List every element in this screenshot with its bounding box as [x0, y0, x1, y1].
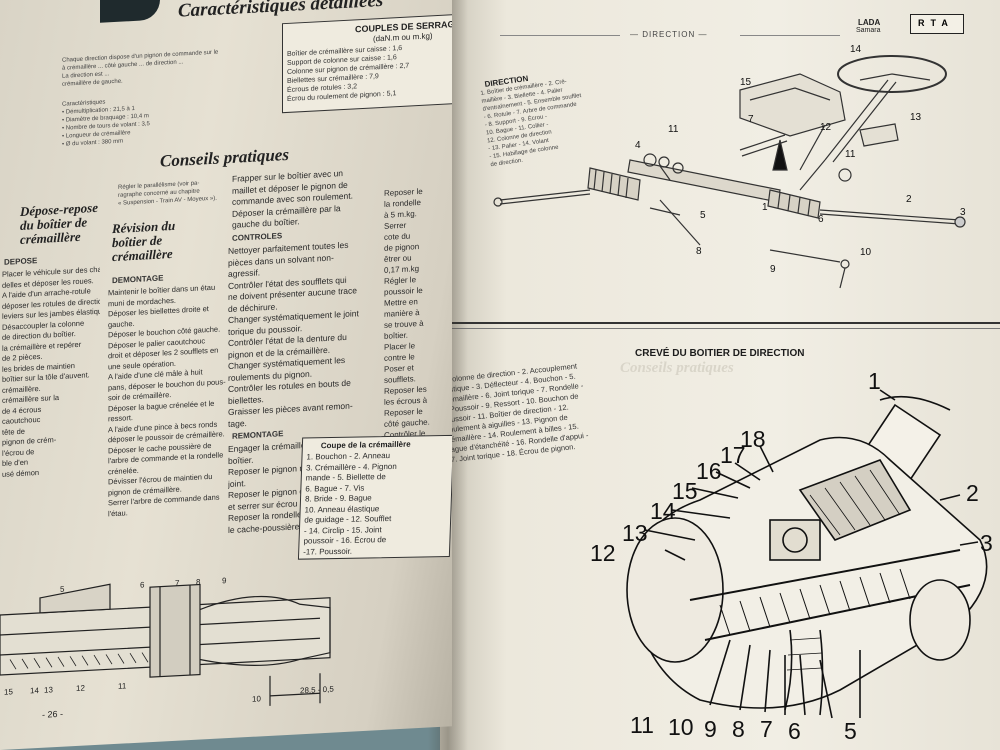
corner-tab — [100, 0, 160, 23]
callout-7: 7 — [748, 114, 754, 125]
cutaway-callout-1: 1 — [868, 368, 881, 394]
steering-exploded-diagram: 4 11 7 12 11 15 14 13 1 2 3 5 6 8 9 10 — [493, 44, 966, 289]
ghost-text: Conseils pratiques — [620, 360, 734, 376]
col3-controle-heading: CONTROLES — [232, 231, 283, 243]
rack-cross-section — [0, 583, 331, 706]
col1-heading-text: Dépose-repose du boîtier de crémaillère — [20, 199, 98, 247]
section-divider-thin — [440, 328, 1000, 329]
caracteristiques-lines: Caractéristiques• Démultiplication : 21,… — [62, 94, 182, 148]
cutaway-callout-5: 5 — [844, 718, 857, 744]
callout-13: 13 — [910, 112, 922, 123]
cutaway-callout-16: 16 — [696, 458, 722, 484]
callout-8: 8 — [696, 246, 702, 257]
callout-5: 5 — [700, 210, 706, 221]
intro-text: Chaque direction dispose d'un pignon de … — [62, 48, 232, 89]
cutaway-callout-13: 13 — [622, 520, 648, 546]
exploded-callouts: 4 11 7 12 11 15 14 13 1 2 3 5 6 8 9 10 — [635, 44, 966, 275]
col2-section: DEMONTAGE — [112, 273, 164, 286]
rta-logo: RTA — [910, 14, 964, 34]
steering-box-cutaway — [626, 389, 988, 719]
callout-6: 6 — [818, 214, 824, 225]
creve-title: CREVÉ DU BOITIER DE DIRECTION — [635, 348, 805, 359]
section-divider — [440, 322, 1000, 324]
callout-12: 12 — [820, 122, 832, 133]
cutaway-callout-14: 14 — [650, 498, 676, 524]
callout-2: 2 — [906, 194, 912, 205]
header-model: Samara — [856, 27, 881, 34]
callout-3: 3 — [960, 207, 966, 218]
col2-heading-text: Révision du boîtier de crémaillère — [112, 217, 176, 265]
right-page: — DIRECTION — LADA Samara RTA Conseils p… — [440, 0, 1000, 750]
callout-9: 9 — [770, 264, 776, 275]
rack-callout-8: 8 — [196, 577, 201, 587]
header-rule-right — [740, 35, 840, 36]
rack-callout-5: 5 — [60, 584, 65, 594]
col2-top: Régler le parallélisme (voir pa-ragraphe… — [118, 178, 228, 208]
col2-heading: Révision du boîtier de crémaillère — [112, 217, 212, 264]
rack-callout-15: 15 — [4, 687, 13, 697]
cutaway-callout-15: 15 — [672, 478, 698, 504]
rack-dimension: 28,5 - 0,5 — [300, 684, 334, 696]
cutaway-callout-6: 6 — [788, 718, 801, 744]
col1-heading: Dépose-repose du boîtier de crémaillère — [20, 200, 110, 247]
rack-callout-12: 12 — [76, 683, 85, 694]
couples-box: COUPLES DE SERRAGE (daN.m ou m.kg) Boîti… — [282, 14, 452, 114]
rta-logo-text: RTA — [918, 18, 954, 28]
rack-callout-7: 7 — [175, 578, 180, 588]
rack-callout-6: 6 — [140, 580, 145, 590]
cutaway-callout-8: 8 — [732, 716, 745, 742]
cutaway-callout-18: 18 — [740, 426, 766, 452]
callout-10: 10 — [860, 247, 872, 258]
cutaway-callout-2: 2 — [966, 480, 979, 506]
header-brand: LADA — [858, 18, 881, 27]
callout-4: 4 — [635, 140, 641, 151]
cutaway-callout-17: 17 — [720, 442, 746, 468]
cutaway-callout-11: 11 — [630, 712, 654, 738]
couples-unit: (daN.m ou m.kg) — [373, 31, 433, 44]
rack-callout-11: 11 — [118, 681, 127, 691]
callout-1: 1 — [762, 202, 768, 213]
col3-remontage-heading: REMONTAGE — [232, 429, 284, 441]
coupe-heading: Coupe de la crémaillère — [320, 439, 411, 451]
cutaway-callout-12: 12 — [590, 540, 616, 566]
col1-body: Placer le véhicule sur des chan-delles e… — [2, 265, 100, 480]
col1-section: DEPOSE — [4, 256, 38, 267]
header-rule-left — [500, 35, 620, 36]
left-page: Caractéristiques détaillées Chaque direc… — [0, 0, 452, 750]
intro-lines: Chaque direction dispose d'un pignon de … — [62, 48, 232, 89]
rack-callout-13: 13 — [44, 685, 53, 695]
callout-11b: 11 — [845, 149, 856, 160]
cutaway-callout-10: 10 — [668, 714, 694, 740]
cutaway-callout-9: 9 — [704, 716, 717, 742]
left-page-number: - 26 - — [42, 708, 64, 720]
callout-11a: 11 — [668, 124, 679, 135]
conseils-title: Conseils pratiques — [160, 144, 289, 171]
rack-callout-10: 10 — [252, 694, 261, 704]
rack-callout-9: 9 — [222, 576, 227, 586]
callout-14: 14 — [850, 44, 862, 55]
caracteristiques-block: Caractéristiques• Démultiplication : 21,… — [62, 94, 182, 148]
cutaway-callout-3: 3 — [980, 530, 993, 556]
cutaway-callout-7: 7 — [760, 716, 773, 742]
callout-15: 15 — [740, 77, 752, 88]
right-header-title: — DIRECTION — — [630, 30, 708, 39]
rack-callout-14: 14 — [30, 685, 39, 696]
